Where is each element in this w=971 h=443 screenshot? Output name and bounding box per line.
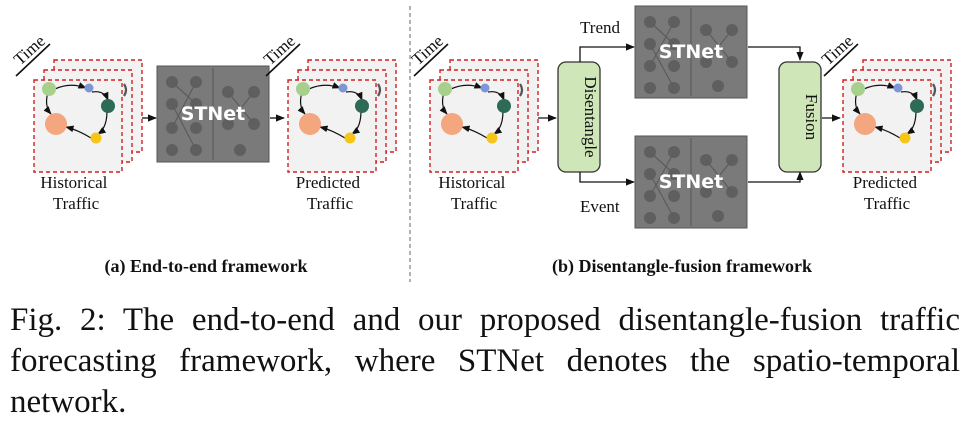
- stnet-box-a: STNet: [156, 65, 270, 163]
- predicted-traffic-stack-b: [843, 60, 951, 172]
- fusion-module: Fusion: [778, 61, 822, 173]
- disentangle-label: Disentangle: [581, 76, 600, 157]
- time-axis-in-b: Time: [408, 31, 449, 77]
- historical-traffic-stack-a: [34, 60, 142, 172]
- framework-figure: Time STNet Time Historical Traffic: [10, 5, 971, 282]
- historical-traffic-stack-b: [430, 60, 538, 172]
- fusion-label: Fusion: [802, 94, 821, 141]
- predicted-traffic-label-b: Predicted Traffic: [853, 173, 921, 213]
- trend-label: Trend: [580, 18, 620, 37]
- event-arrow: [579, 172, 635, 186]
- stnet-box-event: STNet: [634, 135, 748, 229]
- event-label: Event: [580, 197, 620, 216]
- time-axis-out-b: Time: [818, 31, 859, 77]
- predicted-traffic-stack-a: [288, 60, 396, 172]
- panel-b: Time Disentangle Trend Event STNet: [408, 5, 951, 277]
- stnet-label: STNet: [181, 103, 246, 125]
- historical-traffic-label-b: Historical Traffic: [438, 173, 509, 213]
- arrow: [748, 46, 804, 61]
- subcaption-b: (b) Disentangle-fusion framework: [552, 256, 812, 277]
- subcaption-a: (a) End-to-end framework: [105, 256, 308, 277]
- predicted-traffic-label-a: Predicted Traffic: [296, 173, 364, 213]
- panel-a: Time STNet Time Historical Traffic: [10, 31, 396, 277]
- stnet-label: STNet: [659, 41, 724, 63]
- time-axis-in-a: Time: [10, 31, 51, 77]
- disentangle-module: Disentangle: [557, 61, 601, 173]
- trend-arrow: [579, 43, 635, 62]
- historical-traffic-label-a: Historical Traffic: [40, 173, 111, 213]
- arrow: [748, 171, 804, 183]
- stnet-box-trend: STNet: [634, 5, 748, 99]
- figure-caption: Fig. 2: The end-to-end and our proposed …: [10, 302, 960, 420]
- stnet-label: STNet: [659, 171, 724, 193]
